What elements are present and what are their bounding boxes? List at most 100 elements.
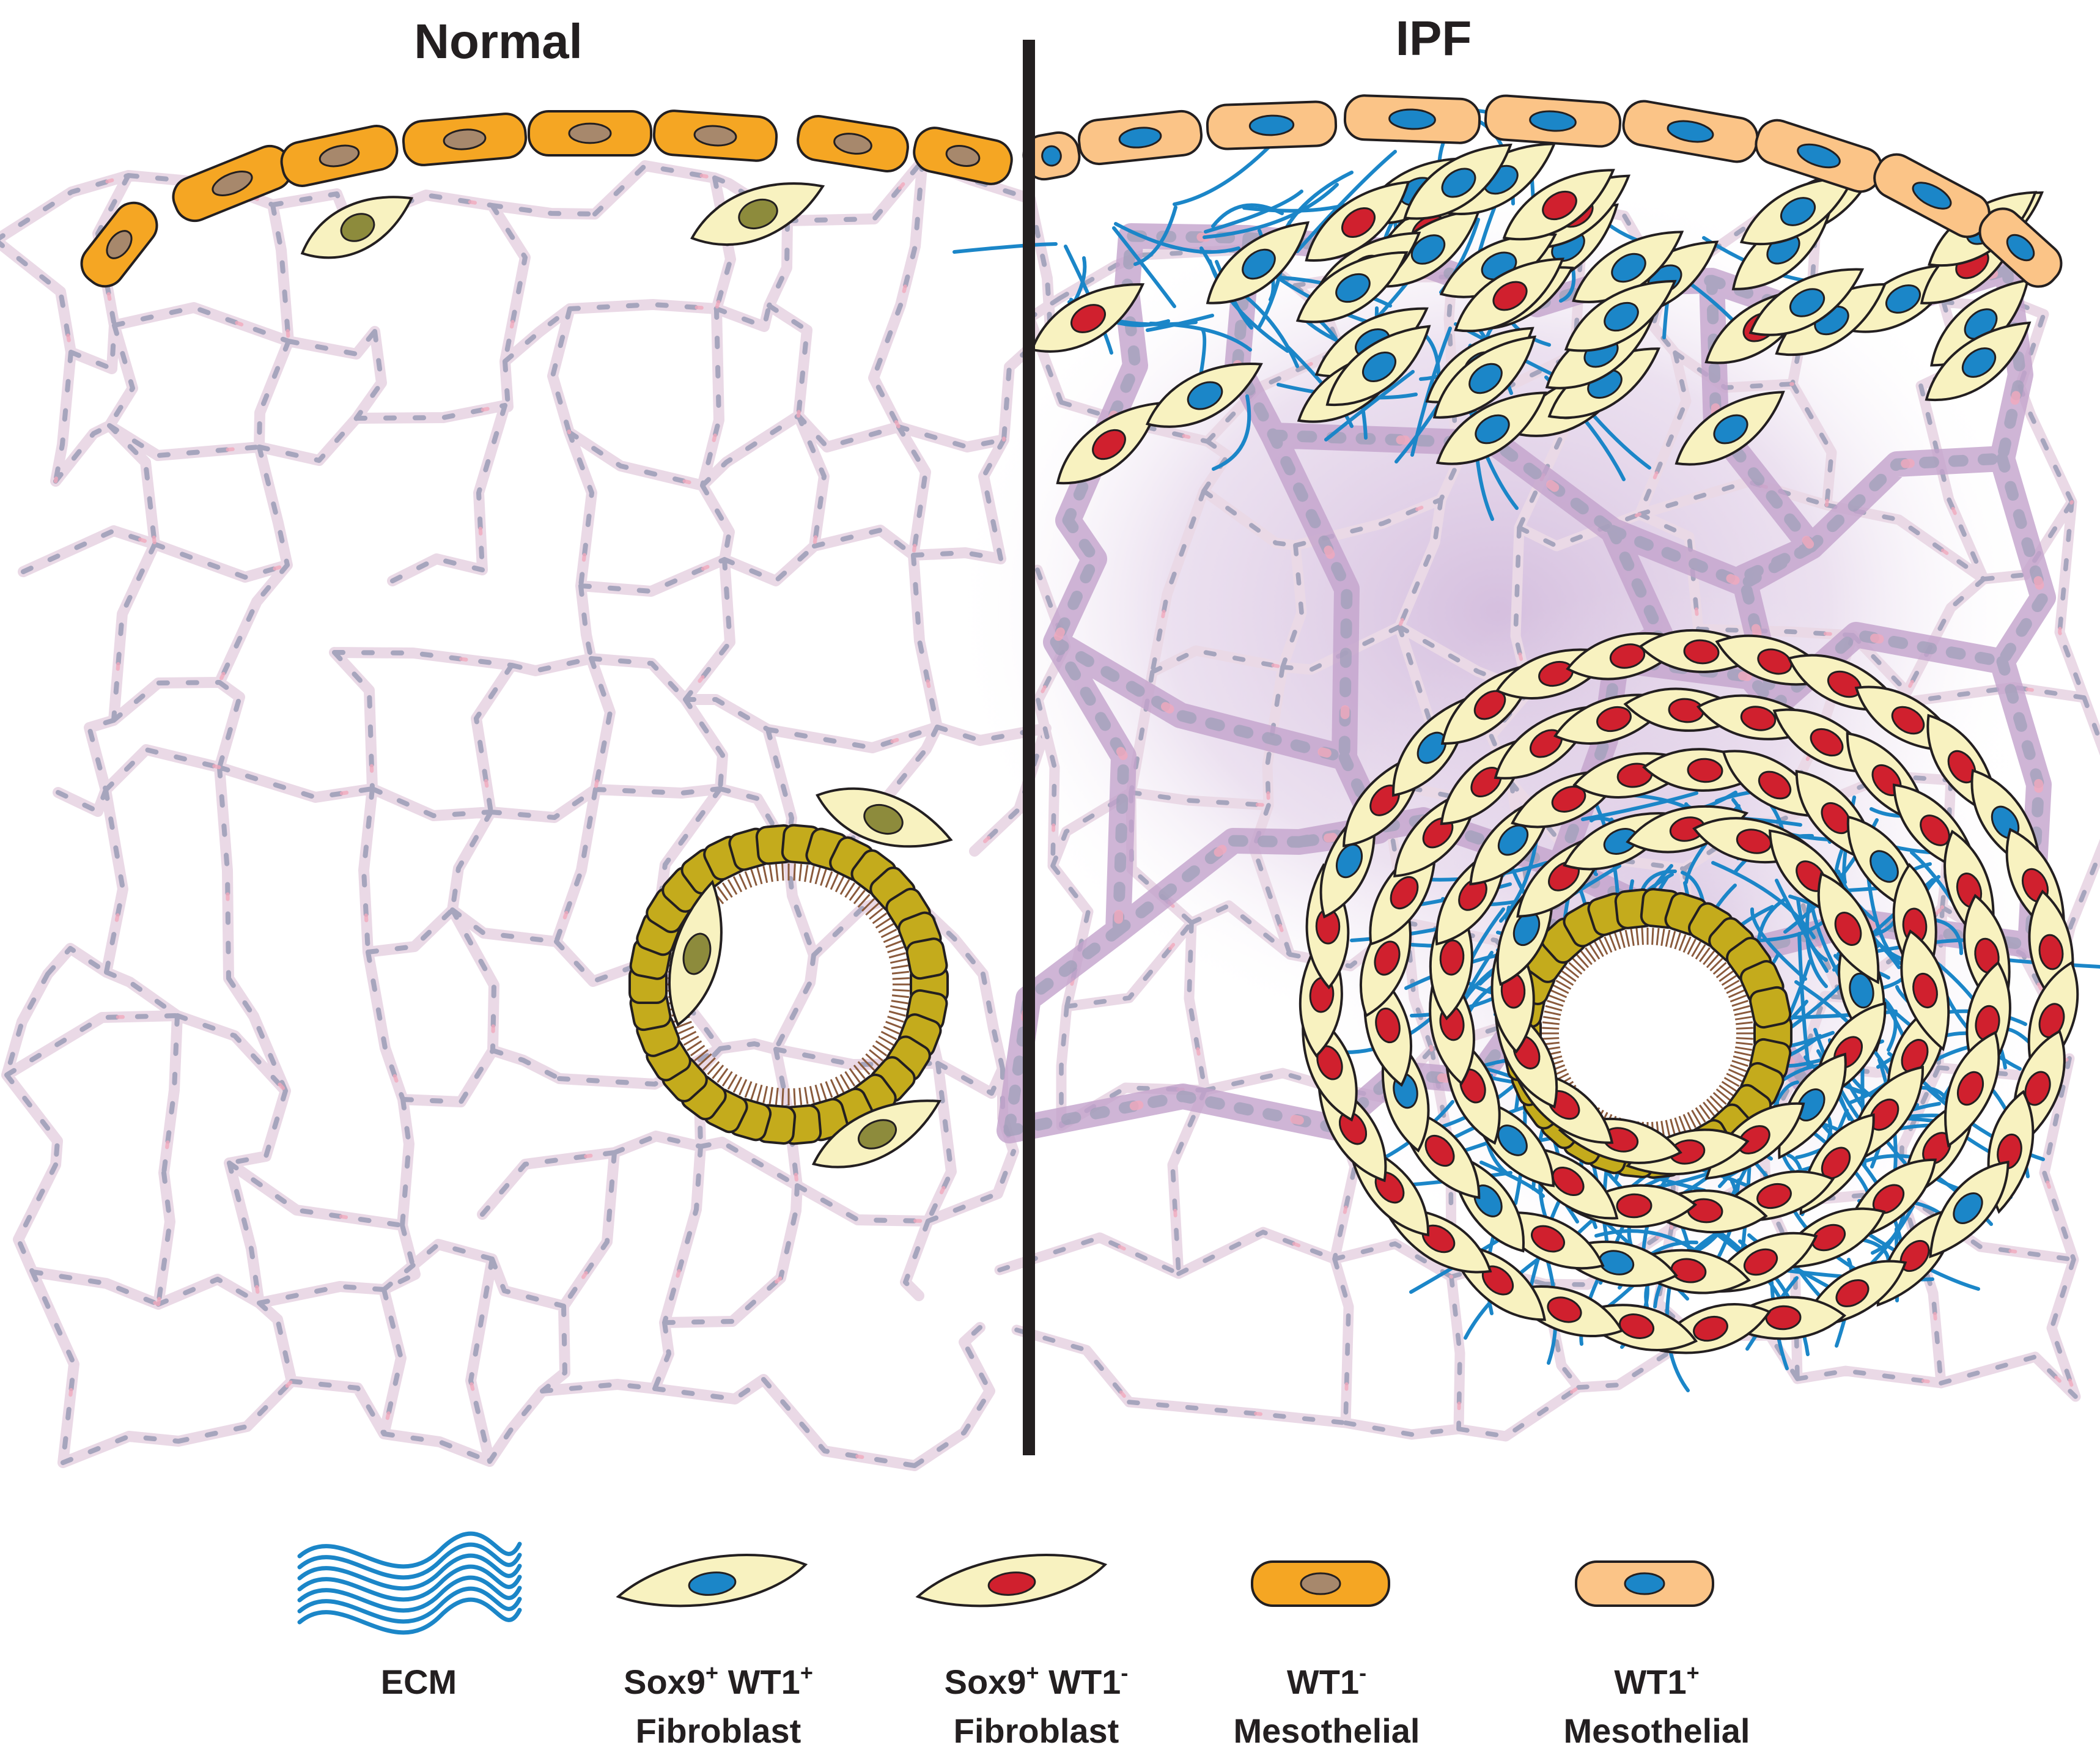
legend-label: WT1 [718, 1663, 800, 1701]
legend-item-wt1pos-mesothelial: WT1+ Mesothelial [1564, 1660, 1750, 1750]
mesothelial-cell-wt1neg [80, 201, 158, 288]
ecm-fiber [1796, 898, 1828, 962]
fibroblast-nucleus [1497, 1124, 1528, 1156]
legend-sup: + [1687, 1660, 1700, 1685]
fibroblast-nucleus [1596, 706, 1632, 733]
airway-cilia [712, 1065, 724, 1079]
fibroblast-nucleus [1604, 301, 1639, 332]
airway-cilia [798, 1087, 803, 1106]
mesothelial-nucleus [1529, 110, 1577, 132]
airway-cilia [768, 865, 773, 882]
airway-cilia [869, 907, 883, 920]
ecm-fiber [1324, 370, 1415, 441]
airway-cilia [890, 958, 907, 964]
fibroblast-sox9-wt1neg [1454, 257, 1564, 333]
airway-cilia [1730, 994, 1747, 1003]
ecm-fiber [1133, 205, 1177, 266]
airway-cilia [798, 863, 803, 882]
ecm-fiber [1775, 879, 1829, 973]
legend-label: WT1 [1039, 1663, 1121, 1701]
fibroblast-nucleus [1920, 814, 1950, 846]
airway-cilia [1630, 928, 1635, 947]
fibroblasts-normal [300, 182, 953, 1168]
airway-cilia [1542, 1021, 1560, 1025]
mesothelial-nucleus [212, 171, 253, 196]
fibroblast-nucleus [1374, 940, 1401, 976]
airway-cilia [762, 866, 768, 884]
airway-cilia [1585, 947, 1596, 962]
fibroblast-nucleus [1551, 786, 1586, 813]
airway-cilia [834, 1076, 845, 1093]
airway-cilia [804, 865, 809, 882]
airway-cilia [1721, 975, 1737, 986]
legend: ECM Sox9+ WT1+ Fibroblast Sox9+ WT1- Fib… [297, 1531, 1750, 1750]
fibroblast-nucleus [1362, 351, 1396, 383]
airway-cilia [814, 1084, 821, 1102]
airway-cilia [1545, 1005, 1563, 1011]
airway-cilia [732, 876, 743, 893]
fibroblast-nucleus [2024, 1071, 2051, 1106]
airway-cilia [793, 1088, 796, 1106]
fibroblast-nucleus [1811, 1224, 1846, 1252]
mesothelial-nucleus [319, 144, 360, 168]
airway-cilia [1550, 989, 1568, 999]
mesothelial-nucleus [1248, 114, 1295, 136]
airway-cilia [1674, 932, 1681, 950]
airway-cilia [1733, 1055, 1750, 1062]
airway-cilia [1726, 1072, 1742, 1082]
airway-cilia [1728, 989, 1745, 999]
airway-cilia [1656, 928, 1660, 945]
fibroblast-sox9-wt1neg [1817, 872, 1880, 984]
airway-cilia [1726, 984, 1742, 994]
airway-cilia [1719, 970, 1734, 982]
airway-cilia [717, 1068, 729, 1084]
airway-cilia [762, 1085, 768, 1103]
fibroblast-nucleus [1070, 304, 1106, 333]
airway-cilia [1561, 970, 1577, 982]
legend-sup: + [1026, 1660, 1039, 1685]
airway-cilia [1558, 975, 1574, 986]
airway-cilia [857, 1061, 871, 1076]
fibroblast-nucleus [1834, 912, 1862, 946]
legend-ecm-icon [297, 1564, 522, 1602]
ecm-fiber [1114, 222, 1240, 254]
fibroblast-nucleus [1849, 972, 1874, 1009]
airway-cilia [1703, 950, 1715, 965]
airway-cilia [1723, 980, 1740, 990]
airway-cilia [875, 1040, 891, 1052]
fibroblastic-focus [1299, 629, 2079, 1354]
airway-cilia [834, 876, 845, 893]
airway-cilia [857, 893, 871, 908]
airway-cilia [853, 890, 866, 904]
airway-epithelial-cell [905, 937, 948, 980]
mesothelial-nucleus [1300, 1572, 1341, 1595]
airway-cilia [1736, 1021, 1753, 1025]
airway-cilia [1624, 929, 1630, 947]
fibroblast-nucleus [1870, 850, 1899, 883]
airway-cilia [865, 903, 880, 916]
airway-cilia [1641, 928, 1644, 945]
airway-cilia [1651, 928, 1654, 945]
fibroblast-sox9-wt1neg [1625, 1128, 1750, 1176]
mesothelial-nucleus [568, 122, 612, 144]
fibroblast-nucleus [1542, 190, 1577, 221]
airway-cilia [1706, 954, 1719, 969]
airway-cilia [756, 1084, 763, 1102]
airway-cilia [888, 1010, 906, 1017]
airway-cilia [1553, 984, 1569, 994]
fibroblast-normal [816, 787, 953, 848]
mesothelial-nucleus [833, 133, 872, 155]
airway-cilia [1687, 939, 1697, 955]
fibroblast-nucleus [1961, 347, 1997, 378]
fibroblast-nucleus [1092, 429, 1126, 460]
airway-cilia [1699, 947, 1711, 962]
airway-cilia [861, 898, 875, 912]
airway-cilia [1734, 1050, 1752, 1057]
mesothelial-nucleus [1041, 145, 1062, 167]
airway-cilia [1665, 929, 1671, 947]
mesothelial-cell-wt1pos [1755, 119, 1883, 193]
ecm-fiber [1750, 907, 1807, 981]
airway-cilia [1719, 1085, 1734, 1096]
airway-cilia [1712, 1091, 1727, 1105]
mesothelial-nucleus [1797, 143, 1841, 169]
